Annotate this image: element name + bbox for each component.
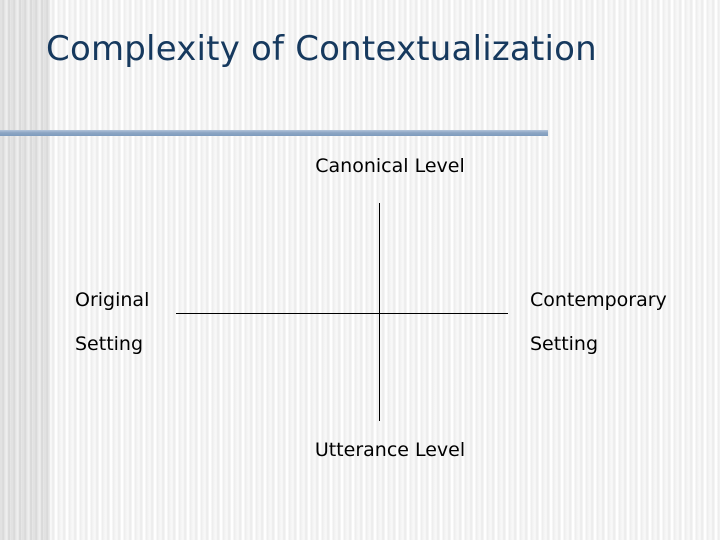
diagram-horizontal-axis-line (176, 313, 508, 314)
diagram-label-original-setting-line2: Setting (75, 333, 144, 355)
diagram-vertical-axis-line (379, 203, 380, 421)
diagram-label-original-setting-line1: Original (75, 289, 150, 311)
diagram-label-utterance-level: Utterance Level (314, 439, 466, 461)
title-divider-rule (0, 130, 548, 136)
diagram-label-canonical-level: Canonical Level (315, 155, 465, 177)
page-title: Complexity of Contextualization (46, 29, 597, 69)
diagram-label-contemporary-setting-line2: Setting (530, 333, 599, 355)
background-left-band (0, 0, 50, 540)
diagram-label-contemporary-setting-line1: Contemporary (530, 289, 667, 311)
